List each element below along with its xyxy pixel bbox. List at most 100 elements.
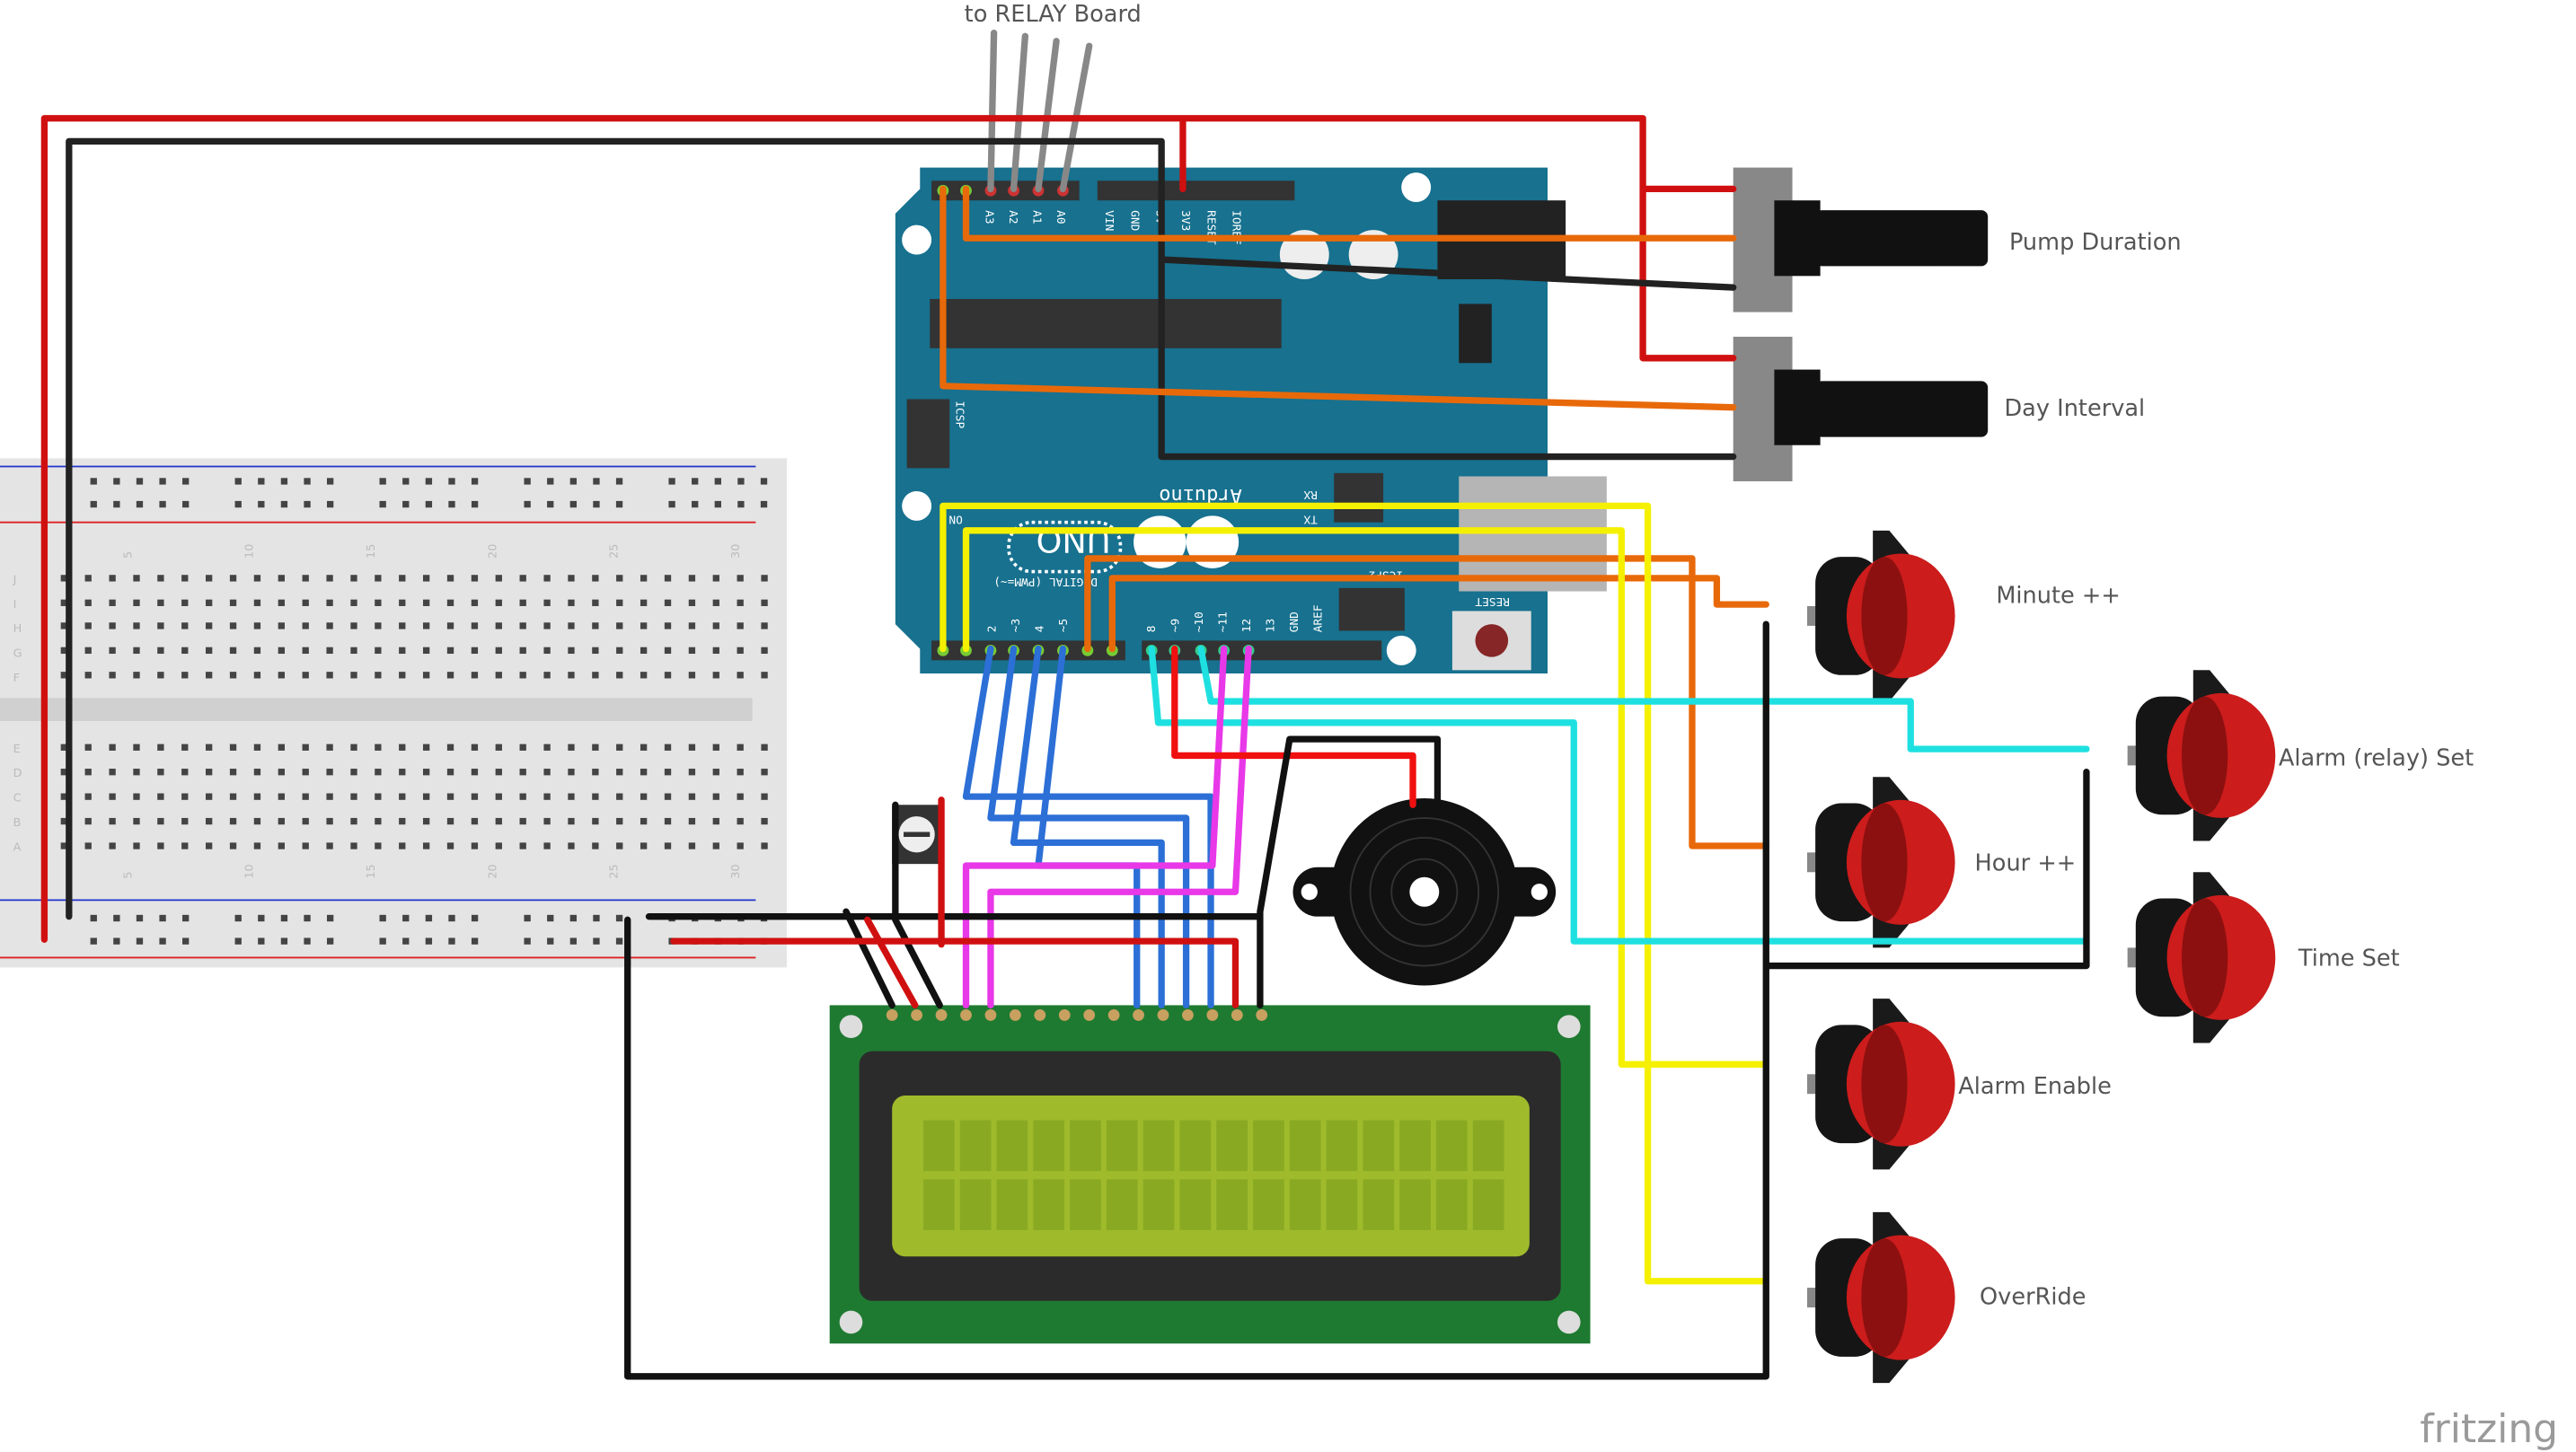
button-time-set[interactable] — [2127, 872, 2276, 1043]
wire-orange-pump — [962, 185, 1737, 242]
lcd-pin — [1034, 1009, 1046, 1021]
wire-cyan-alarm-set — [1197, 645, 2090, 752]
pump-duration-label: Pump Duration — [2009, 229, 2182, 256]
wire-black-buzzer — [1257, 735, 1442, 1009]
wire-blue-d2 — [962, 645, 1214, 1009]
digital-pin-label: ~5 — [1057, 619, 1071, 632]
fritzing-watermark: fritzing — [2420, 1406, 2558, 1452]
alarm-enable-label: Alarm Enable — [1958, 1073, 2112, 1100]
breadboard-column-number: 5 — [121, 871, 135, 878]
minute-label: Minute ++ — [1996, 582, 2120, 609]
breadboard-column-number: 10 — [243, 544, 257, 559]
button-hour[interactable] — [1806, 777, 1955, 948]
lcd-pin — [1009, 1009, 1021, 1021]
wire-relay-a2 — [1010, 32, 1029, 193]
tx-label: TX — [1303, 512, 1318, 525]
lcd-pin — [1157, 1009, 1169, 1021]
arduino-uno-board: UNO Arduino RESET ICSP ICSP2 DIGITAL (PW… — [895, 167, 1607, 673]
wire-black-bottom — [624, 620, 2090, 1380]
button-override[interactable] — [1806, 1211, 1955, 1384]
on-label: ON — [948, 512, 962, 525]
power-pin-label: VIN — [1102, 210, 1116, 231]
breadboard-column-number: 5 — [121, 551, 135, 559]
breadboard-column-number: 20 — [486, 544, 499, 559]
lcd-pin — [1182, 1009, 1194, 1021]
breadboard-row-letter: G — [13, 647, 22, 661]
wire-orange-minute — [1108, 575, 1769, 653]
breadboard-column-number: 30 — [729, 544, 743, 559]
breadboard-column-number: 15 — [365, 544, 378, 559]
wire-magenta-d12 — [987, 645, 1252, 1009]
button-alarm-set[interactable] — [2127, 670, 2276, 841]
wire-5v-red — [40, 115, 1737, 943]
breadboard-row-letter: J — [13, 573, 17, 586]
wire-orange-hour — [1084, 555, 1769, 849]
potentiometer-day-interval — [1733, 337, 1989, 481]
override-label: OverRide — [1980, 1283, 2086, 1310]
wire-blue-d5 — [1035, 645, 1141, 1009]
digital-pin-label: ~3 — [1010, 619, 1023, 632]
wire-relay-a3 — [987, 29, 998, 193]
analog-pin-label: A1 — [1029, 210, 1043, 224]
button-minute[interactable] — [1806, 530, 1955, 702]
lcd-pin — [1231, 1009, 1243, 1021]
lcd-pin — [886, 1009, 898, 1021]
hour-label: Hour ++ — [1975, 849, 2077, 876]
digital-label: DIGITAL (PWM=~) — [993, 575, 1098, 588]
lcd-pin — [960, 1009, 972, 1021]
lcd-pin — [1206, 1009, 1219, 1021]
digital-pin-label: ~9 — [1169, 619, 1182, 632]
piezo-buzzer — [1292, 797, 1557, 986]
arduino-model: UNO — [1037, 521, 1111, 559]
breadboard-row-letter: C — [13, 792, 22, 805]
wire-black-lcd — [645, 801, 1260, 1009]
breadboard-row-letter: A — [13, 841, 22, 855]
digital-pin-label: 4 — [1033, 625, 1046, 632]
digital-pin-label: ~11 — [1216, 612, 1230, 632]
analog-pin-label: A3 — [982, 210, 995, 224]
wire-cyan-time-set — [1148, 645, 2090, 945]
digital-pin-label: 8 — [1145, 626, 1159, 633]
breadboard-row-letter: E — [13, 743, 21, 756]
power-pin-label: 3V3 — [1178, 210, 1192, 231]
breadboard-row-letter: B — [13, 816, 22, 830]
breadboard-column-number: 10 — [243, 864, 257, 878]
digital-pin-label: 12 — [1240, 619, 1254, 632]
wire-gnd-black — [66, 137, 1737, 920]
button-alarm-enable[interactable] — [1806, 999, 1955, 1170]
wire-blue-d4 — [1010, 645, 1165, 1009]
digital-pin-label: ~10 — [1193, 612, 1206, 632]
wire-red-buzzer — [1171, 645, 1416, 808]
lcd-pin — [1256, 1009, 1268, 1021]
day-interval-label: Day Interval — [2004, 395, 2145, 422]
breadboard-column-number: 20 — [486, 864, 499, 878]
digital-pin-label: AREF — [1311, 604, 1325, 632]
wire-blue-d3 — [987, 645, 1190, 1009]
digital-pin-label: 2 — [985, 626, 999, 633]
time-set-label: Time Set — [2298, 946, 2400, 972]
wire-yellow-override — [940, 502, 1769, 1285]
wire-red-lcd — [670, 796, 1239, 1009]
wires — [40, 29, 2090, 1380]
lcd-pin — [984, 1009, 997, 1021]
analog-pin-label: A0 — [1054, 210, 1067, 224]
potentiometer-pump-duration — [1733, 167, 1989, 312]
analog-pin-label: A2 — [1006, 210, 1019, 224]
trimmer-potentiometer — [892, 805, 942, 865]
lcd-pin — [935, 1009, 948, 1021]
wire-orange-day — [940, 185, 1737, 411]
lcd-pin — [1058, 1009, 1071, 1021]
relay-board-label: to RELAY Board — [965, 1, 1142, 28]
wire-yellow-alarm-enable — [962, 527, 1769, 1068]
power-pin-label: GND — [1127, 210, 1141, 231]
alarm-set-label: Alarm (relay) Set — [2279, 744, 2474, 771]
lcd-pin — [1083, 1009, 1096, 1021]
lcd-pin — [1133, 1009, 1144, 1021]
reset-label: RESET — [1475, 594, 1510, 608]
digital-pin-label: GND — [1288, 612, 1301, 632]
breadboard-row-letter: F — [13, 672, 20, 685]
digital-pin-label: 13 — [1264, 619, 1277, 632]
breadboard-row-letter: H — [13, 622, 22, 636]
